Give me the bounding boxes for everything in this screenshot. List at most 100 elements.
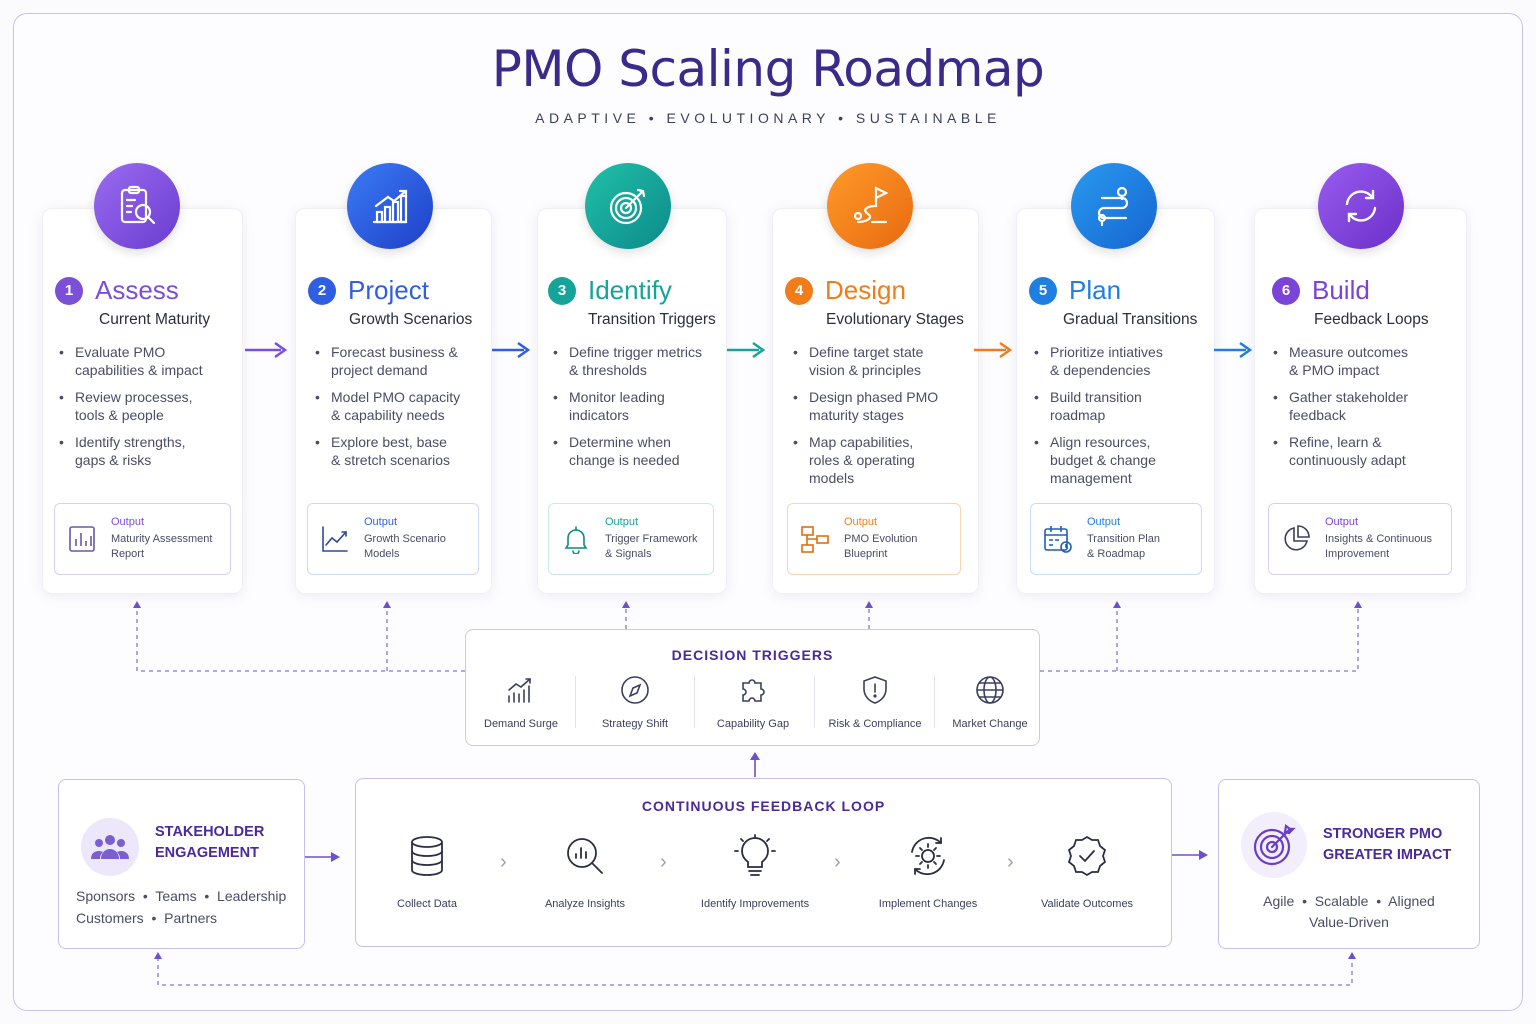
magnifier-chart-icon xyxy=(567,838,603,874)
bullet-item: Explore best, base & stretch scenarios xyxy=(315,433,460,469)
output-label: Output xyxy=(844,516,878,528)
stage-number: 3 xyxy=(548,276,576,305)
step-collect-data: Collect Data xyxy=(352,834,502,912)
bullet-item: Design phased PMO maturity stages xyxy=(793,388,938,424)
trigger-risk-compliance: Risk & Compliance xyxy=(816,674,934,732)
output-label: Output xyxy=(1087,516,1121,528)
stage-number: 2 xyxy=(308,276,336,305)
bullet-item: Gather stakeholder feedback xyxy=(1273,388,1408,424)
divider xyxy=(694,676,695,728)
bullet-item: Align resources, budget & change managem… xyxy=(1034,433,1163,487)
stakeholder-title: STAKEHOLDER ENGAGEMENT xyxy=(155,824,265,861)
arrow-right-icon xyxy=(245,341,288,359)
step-analyze-insights: Analyze Insights xyxy=(510,834,660,912)
bullet-item: Refine, learn & continuously adapt xyxy=(1273,433,1408,469)
bullet-item: Prioritize intiatives & dependencies xyxy=(1034,343,1163,379)
step-identify-improvements: Identify Improvements xyxy=(680,834,830,912)
org-chart-icon xyxy=(801,526,829,553)
stage-header-plan: 5 Plan xyxy=(1029,275,1121,306)
step-label: Collect Data xyxy=(397,898,457,910)
shield-icon xyxy=(863,676,887,704)
stage-number: 5 xyxy=(1029,276,1057,305)
divider xyxy=(575,676,576,728)
trigger-market-change: Market Change xyxy=(931,674,1049,732)
check-badge-icon xyxy=(1067,835,1107,877)
bullet-item: Monitor leading indicators xyxy=(553,388,702,424)
trigger-label: Strategy Shift xyxy=(601,718,669,730)
stage-subtitle: Gradual Transitions xyxy=(1063,311,1198,328)
divider xyxy=(814,676,815,728)
stage-header-assess: 1 Assess xyxy=(55,275,179,306)
bullet-item: Identify strengths, gaps & risks xyxy=(59,433,203,469)
decision-triggers-panel: DECISION TRIGGERS Demand Surge Strategy … xyxy=(465,629,1040,746)
stage-name: Build xyxy=(1312,275,1370,305)
clipboard-search-icon xyxy=(94,163,180,249)
trigger-label: Demand Surge xyxy=(484,718,558,730)
stage-bullets: Evaluate PMO capabilities & impact Revie… xyxy=(59,343,203,478)
impact-box: STRONGER PMO GREATER IMPACT Agile • Scal… xyxy=(1218,779,1480,949)
feedback-loop-title: CONTINUOUS FEEDBACK LOOP xyxy=(641,798,886,814)
stage-subtitle: Current Maturity xyxy=(99,311,211,328)
bullet-item: Evaluate PMO capabilities & impact xyxy=(59,343,203,379)
stage-name: Plan xyxy=(1069,275,1122,305)
stage-name: Design xyxy=(825,275,906,305)
page-subtitle: ADAPTIVE • EVOLUTIONARY • SUSTAINABLE xyxy=(535,110,1001,126)
step-label: Validate Outcomes xyxy=(1040,898,1134,910)
stage-name: Project xyxy=(348,275,429,305)
stakeholder-line-2: Customers • Partners xyxy=(76,910,218,926)
output-label: Output xyxy=(364,516,398,528)
bullet-item: Build transition roadmap xyxy=(1034,388,1163,424)
stage-bullets: Define trigger metrics & thresholds Moni… xyxy=(553,343,702,478)
output-label: Output xyxy=(1325,516,1359,528)
impact-line-1: Agile • Scalable • Aligned xyxy=(1263,893,1435,909)
stakeholder-engagement-box: STAKEHOLDER ENGAGEMENT Sponsors • Teams … xyxy=(58,779,305,949)
calendar-icon xyxy=(1044,526,1072,553)
rising-bars-icon xyxy=(508,678,531,703)
step-validate-outcomes: Validate Outcomes xyxy=(1012,834,1162,912)
arrow-right-icon xyxy=(1214,341,1253,359)
globe-icon xyxy=(976,676,1004,704)
stage-subtitle: Growth Scenarios xyxy=(349,311,473,328)
step-implement-changes: Implement Changes xyxy=(853,834,1003,912)
impact-title: STRONGER PMO GREATER IMPACT xyxy=(1323,826,1452,863)
step-label: Implement Changes xyxy=(878,898,978,910)
bullet-item: Define target state vision & principles xyxy=(793,343,938,379)
arrow-right-icon xyxy=(974,341,1013,359)
chevron-right-icon: › xyxy=(660,851,667,873)
bullet-item: Measure outcomes & PMO impact xyxy=(1273,343,1408,379)
page-title: PMO Scaling Roadmap xyxy=(491,40,1045,98)
trigger-demand-surge: Demand Surge xyxy=(462,674,580,732)
bullet-item: Review processes, tools & people xyxy=(59,388,203,424)
output-value: Transition Plan & Roadmap xyxy=(1087,533,1160,560)
bullet-item: Model PMO capacity & capability needs xyxy=(315,388,460,424)
chevron-right-icon: › xyxy=(834,851,841,873)
compass-icon xyxy=(621,676,649,704)
output-value: Maturity Assessment Report xyxy=(111,533,213,560)
stage-subtitle: Evolutionary Stages xyxy=(826,311,964,328)
bullet-item: Define trigger metrics & thresholds xyxy=(553,343,702,379)
route-icon xyxy=(1071,163,1157,249)
chevron-right-icon: › xyxy=(500,851,507,873)
trigger-capability-gap: Capability Gap xyxy=(694,674,812,732)
bullet-item: Forecast business & project demand xyxy=(315,343,460,379)
stakeholder-line-1: Sponsors • Teams • Leadership xyxy=(76,888,287,904)
stage-name: Assess xyxy=(95,275,179,305)
stage-bullets: Prioritize intiatives & dependencies Bui… xyxy=(1034,343,1163,496)
output-value: Trigger Framework & Signals xyxy=(605,533,698,560)
stage-header-project: 2 Project xyxy=(308,275,429,306)
pie-chart-icon xyxy=(1284,525,1310,551)
line-chart-icon xyxy=(322,526,348,552)
trigger-label: Market Change xyxy=(952,718,1028,730)
target-arrow-icon xyxy=(1241,812,1307,878)
arrow-right-icon xyxy=(492,341,531,359)
target-icon xyxy=(585,163,671,249)
output-label: Output xyxy=(605,516,639,528)
refresh-icon xyxy=(1318,163,1404,249)
stage-number: 1 xyxy=(55,276,83,305)
stage-header-identify: 3 Identify xyxy=(548,275,672,306)
